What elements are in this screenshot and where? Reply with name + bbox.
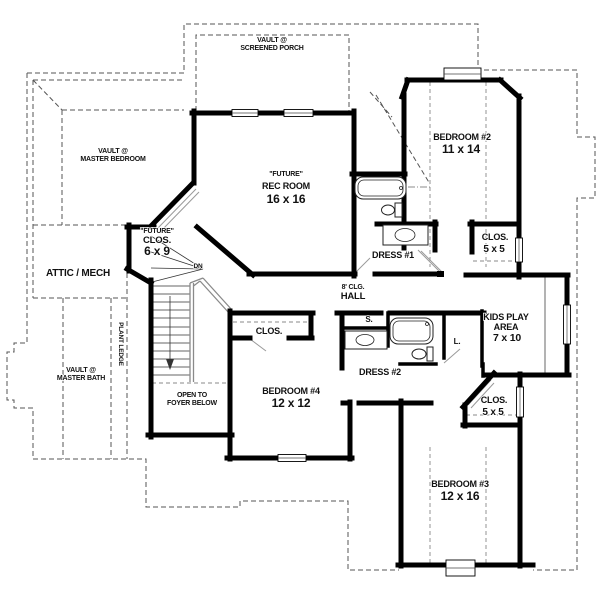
vanity-sink-2 <box>344 330 388 350</box>
label-kids-play: KIDS PLAY <box>483 312 529 322</box>
label-rec-room-dims: 16 x 16 <box>267 192 306 206</box>
stair-railing <box>189 277 233 382</box>
ceiling-lines <box>152 82 546 563</box>
doors <box>156 188 495 409</box>
vanity-sink-1 <box>382 224 429 246</box>
label-future-closet-prefix: "FUTURE" <box>140 228 173 235</box>
label-linen: L. <box>454 337 461 346</box>
label-master-bath: VAULT @ <box>66 367 96 374</box>
label-screened-porch-2: SCREENED PORCH <box>240 45 303 52</box>
bathtub-2 <box>389 317 434 345</box>
toilet-2 <box>411 346 434 362</box>
label-plant-ledge: PLANT LEDGE <box>117 322 124 367</box>
label-master-bedroom: VAULT @ <box>98 148 128 155</box>
staircase <box>150 235 233 382</box>
label-bedroom2: BEDROOM #2 <box>433 132 491 142</box>
label-closet-bed3: CLOS. <box>481 395 508 405</box>
label-stairs-down: DN <box>194 263 203 270</box>
label-bedroom2-dims: 11 x 14 <box>442 142 481 156</box>
label-shower: S. <box>365 315 372 324</box>
door-jamb <box>437 271 444 277</box>
label-attic-mech: ATTIC / MECH <box>46 268 110 279</box>
stair-arrow-head <box>166 359 174 370</box>
roof-outline <box>6 23 596 571</box>
windows <box>231 67 571 577</box>
label-rec-room-prefix: "FUTURE" <box>269 171 302 178</box>
label-dress1: DRESS #1 <box>372 250 414 260</box>
label-master-bath-2: MASTER BATH <box>57 375 105 382</box>
label-rec-room: REC ROOM <box>262 181 310 191</box>
label-future-closet-dims: 6 x 9 <box>144 244 170 258</box>
label-hall-ceiling: 8' CLG. <box>342 284 365 291</box>
label-open-foyer: OPEN TO <box>177 392 208 399</box>
label-future-closet: CLOS. <box>143 235 171 246</box>
label-bedroom4-dims: 12 x 12 <box>272 396 311 410</box>
label-kids-play-2: AREA <box>494 322 519 332</box>
label-screened-porch: VAULT @ <box>257 37 287 44</box>
label-open-foyer-2: FOYER BELOW <box>167 400 218 407</box>
label-bedroom3: BEDROOM #3 <box>431 479 489 489</box>
fixtures <box>344 176 434 362</box>
label-master-bedroom-2: MASTER BEDROOM <box>80 156 146 163</box>
label-kids-play-dims: 7 x 10 <box>493 332 521 344</box>
labels: VAULT @ SCREENED PORCH VAULT @ MASTER BE… <box>45 36 530 504</box>
label-closet-bed2: CLOS. <box>482 232 509 242</box>
label-bedroom3-dims: 12 x 16 <box>441 489 480 503</box>
toilet-1 <box>381 202 403 218</box>
label-bedroom4: BEDROOM #4 <box>262 386 320 396</box>
bathtub-1 <box>354 176 407 200</box>
label-closet-bed3-dims: 5 x 5 <box>482 407 504 418</box>
label-closet-bed4: CLOS. <box>256 326 283 336</box>
label-hall: HALL <box>341 291 366 302</box>
label-closet-bed2-dims: 5 x 5 <box>483 244 505 255</box>
label-dress2: DRESS #2 <box>359 367 401 377</box>
